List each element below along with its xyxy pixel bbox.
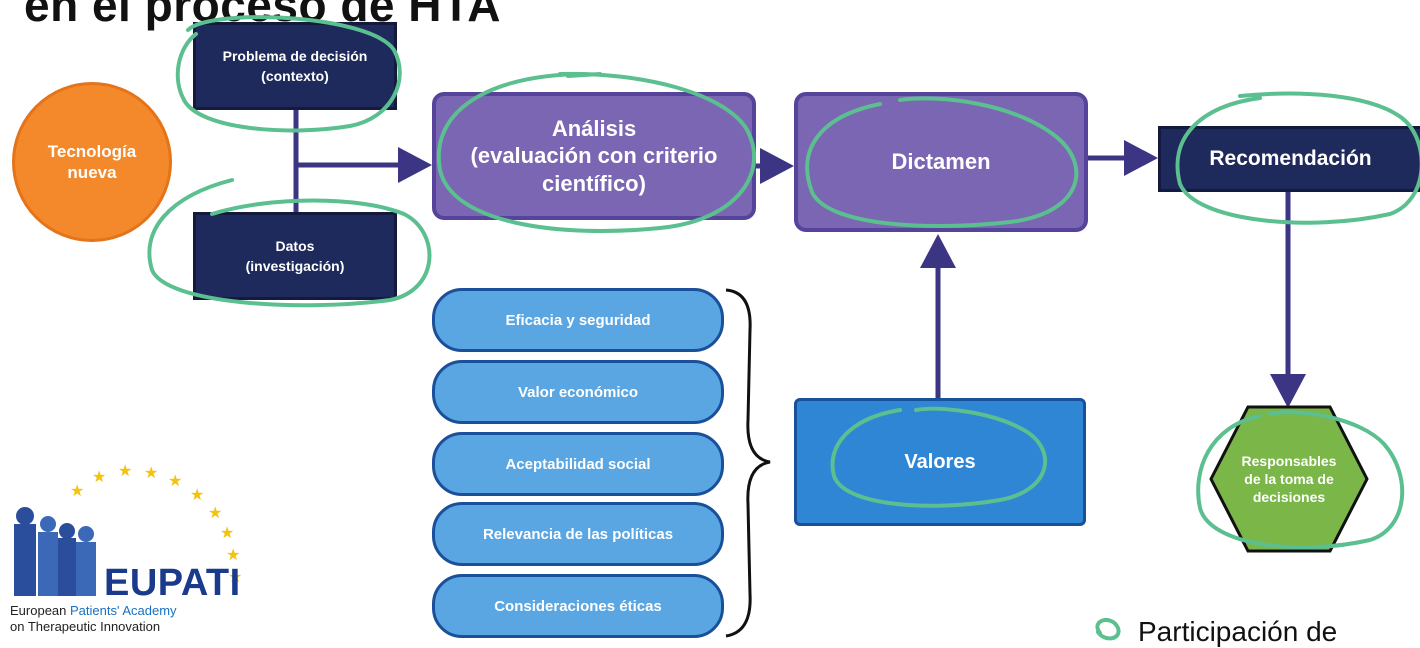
- svg-text:★: ★: [92, 469, 106, 486]
- svg-text:★: ★: [208, 505, 222, 522]
- value-item-relevancia: Relevancia de las políticas: [432, 502, 724, 566]
- eupati-logo-graphic: ★ ★ ★ ★ ★ ★ ★ ★ ★ ★: [14, 463, 242, 596]
- value-item-eticas: Consideraciones éticas: [432, 574, 724, 638]
- dictamen-label: Dictamen: [891, 149, 991, 174]
- problema-decision-box: Problema de decisión (contexto): [193, 22, 397, 110]
- arrowhead-recomendacion: [1124, 140, 1158, 176]
- svg-text:★: ★: [168, 473, 182, 490]
- logo-people: [14, 507, 96, 596]
- annotation-circle-dictamen: [805, 96, 1079, 229]
- datos-label-2: (investigación): [245, 258, 345, 274]
- svg-text:★: ★: [144, 465, 158, 482]
- svg-text:★: ★: [70, 483, 84, 500]
- tecnologia-nueva-circle: Tecnología nueva: [12, 82, 172, 242]
- eupati-tagline-1b: Patients' Academy: [70, 603, 177, 618]
- annotation-circle-responsables: [1196, 410, 1405, 550]
- eupati-tagline-1a: European: [10, 603, 70, 618]
- datos-box: Datos (investigación): [193, 212, 397, 300]
- annotation-circle-analisis: [436, 71, 757, 233]
- svg-text:★: ★: [190, 487, 204, 504]
- datos-label-1: Datos: [275, 237, 315, 254]
- annotation-tick-analisis: [566, 72, 602, 78]
- tecnologia-label-2: nueva: [67, 163, 117, 182]
- analisis-label-3: científico): [542, 170, 646, 196]
- responsables-label-2: de la toma de: [1244, 471, 1334, 488]
- value-item-aceptabilidad: Aceptabilidad social: [432, 432, 724, 496]
- svg-text:★: ★: [220, 525, 234, 542]
- recomendacion-label: Recomendación: [1209, 147, 1372, 170]
- valores-label: Valores: [904, 450, 976, 473]
- svg-text:★: ★: [226, 547, 240, 564]
- curly-brace: [725, 288, 771, 638]
- arrowhead-dictamen: [760, 148, 794, 184]
- footer-legend-circle: [1095, 618, 1121, 641]
- responsables-label-3: decisiones: [1252, 489, 1326, 506]
- annotation-circle-recomendacion: [1175, 91, 1420, 225]
- annotation-circle-problema: [175, 15, 402, 133]
- analisis-label-2: (evaluación con criterio: [470, 143, 718, 169]
- eupati-wordmark: EUPATI: [104, 562, 241, 604]
- arrowhead-analisis: [398, 147, 432, 183]
- arrowhead-responsables-down: [1270, 374, 1306, 408]
- recomendacion-box: Recomendación: [1158, 126, 1420, 192]
- svg-text:★: ★: [228, 569, 242, 586]
- svg-text:★: ★: [118, 463, 132, 480]
- annotation-circle-valores: [830, 406, 1048, 508]
- value-item-valor-economico: Valor económico: [432, 360, 724, 424]
- arrowhead-valores-up: [920, 234, 956, 268]
- analisis-box: Análisis (evaluación con criterio cientí…: [432, 92, 756, 220]
- problema-label-2: (contexto): [261, 68, 329, 84]
- responsables-label: Responsables de la toma de decisiones: [1208, 452, 1370, 507]
- responsables-label-1: Responsables: [1241, 453, 1337, 469]
- eupati-tagline: European Patients' Academy on Therapeuti…: [10, 603, 177, 634]
- logo-stars: ★ ★ ★ ★ ★ ★ ★ ★ ★ ★: [70, 463, 242, 586]
- annotation-circle-datos: [147, 178, 432, 308]
- value-item-eficacia: Eficacia y seguridad: [432, 288, 724, 352]
- tecnologia-label-1: Tecnología: [47, 141, 137, 161]
- problema-label-1: Problema de decisión: [222, 47, 368, 64]
- responsables-hexagon: [1209, 405, 1369, 553]
- footer-legend-text: Participación de: [1138, 616, 1338, 647]
- analisis-label-1: Análisis: [551, 115, 637, 141]
- eupati-tagline-2: on Therapeutic Innovation: [10, 618, 161, 634]
